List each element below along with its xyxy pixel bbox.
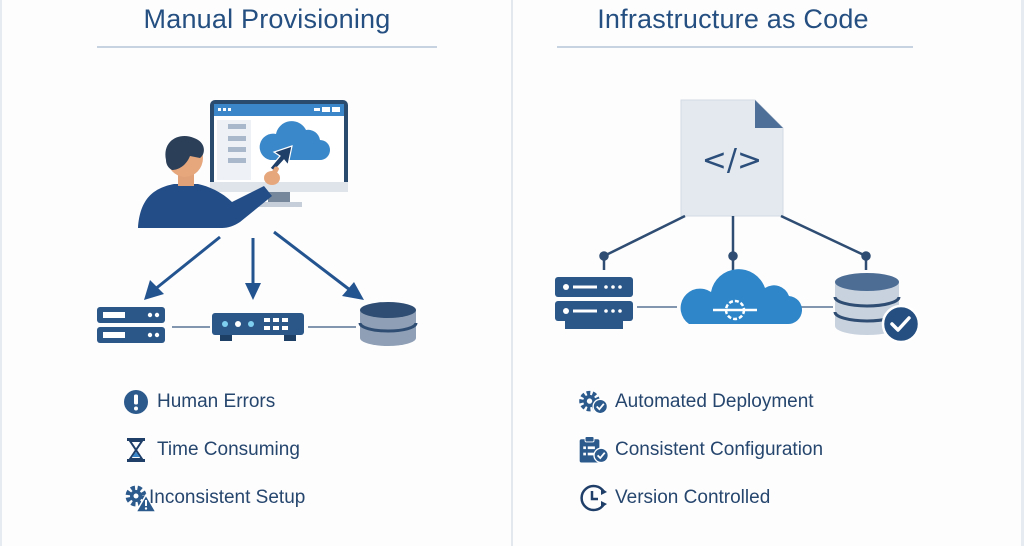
clock-history-icon <box>577 482 611 514</box>
list-item-label: Inconsistent Setup <box>149 487 306 508</box>
list-item: Human Errors <box>123 386 275 418</box>
arrow-to-switch <box>245 238 261 300</box>
list-item: Version Controlled <box>577 482 770 514</box>
list-item: Inconsistent Setup <box>123 482 305 514</box>
list-item-label: Version Controlled <box>615 487 771 508</box>
list-item: Time Consuming <box>123 434 300 466</box>
database-check-icon <box>833 273 921 344</box>
list-item-label: Time Consuming <box>157 439 300 460</box>
panel-title: Manual Provisioning <box>143 4 391 34</box>
infrastructure-as-code-panel: Infrastructure as Code </> <box>513 0 1023 546</box>
server-rack-icon <box>555 277 633 329</box>
exclamation-circle-icon <box>123 386 157 418</box>
person-icon <box>138 136 280 228</box>
list-item: Automated Deployment <box>577 386 814 418</box>
network-switch-icon <box>212 313 304 341</box>
gear-warning-icon <box>123 482 157 514</box>
code-file-icon: </> <box>680 99 784 217</box>
list-item: Consistent Configuration <box>577 434 823 466</box>
manual-provisioning-illustration <box>97 100 418 346</box>
panel-title: Infrastructure as Code <box>597 4 869 34</box>
manual-provisioning-panel: Manual Provisioning <box>2 0 512 546</box>
title-underline <box>557 46 913 48</box>
branch-connectors <box>599 214 871 270</box>
code-glyph: </> <box>702 143 762 178</box>
iac-illustration: </> <box>555 99 921 344</box>
cloud-network-icon <box>680 269 803 325</box>
database-icon <box>358 302 418 346</box>
gear-check-icon <box>577 386 611 418</box>
list-item-label: Consistent Configuration <box>615 439 824 460</box>
list-item-label: Automated Deployment <box>615 391 814 412</box>
arrow-to-server <box>144 235 221 300</box>
title-underline <box>97 46 437 48</box>
clipboard-check-icon <box>577 434 611 466</box>
hourglass-icon <box>123 434 157 466</box>
arrow-to-database <box>273 230 364 300</box>
cursor-arrow-icon <box>269 145 293 172</box>
panel-divider <box>511 0 513 546</box>
server-rack-icon <box>97 307 165 343</box>
frame-edge-right <box>1021 0 1024 546</box>
frame-edge-left <box>0 0 2 546</box>
list-item-label: Human Errors <box>157 391 276 412</box>
